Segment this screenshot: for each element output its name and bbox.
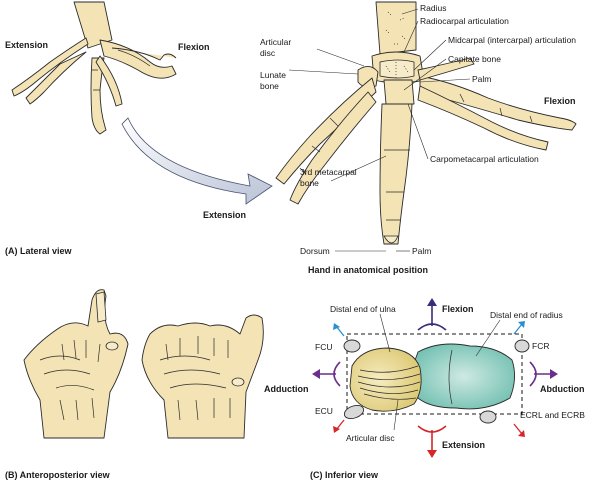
label-palm-bottom: Palm — [412, 246, 431, 256]
label-abduction: Abduction — [540, 384, 585, 394]
label-carpometacarpal: Carpometacarpal articulation — [430, 154, 539, 164]
capitate-bone — [383, 79, 415, 105]
ecu-tendon — [343, 404, 365, 420]
fcr-tendon — [514, 339, 530, 353]
label-extension-c: Extension — [442, 440, 485, 450]
inferior-view-diagram — [312, 298, 558, 458]
extension-label-large: Extension — [203, 210, 246, 220]
distal-radius-surface — [412, 343, 515, 410]
label-fcr: FCR — [532, 341, 549, 351]
label-articular-disc-2: disc — [260, 48, 276, 58]
caption-c: (C) Inferior view — [310, 470, 379, 480]
ap-hand-left — [23, 289, 129, 439]
third-metacarpal-bone — [379, 103, 413, 245]
reference-box — [346, 333, 523, 415]
label-fcu: FCU — [315, 342, 332, 352]
label-third-metacarpal-2: bone — [300, 178, 319, 188]
label-radius: Radius — [420, 3, 446, 13]
label-midcarpal: Midcarpal (intercarpal) articulation — [448, 35, 576, 45]
radius-bone — [375, 1, 417, 55]
ap-hand-right — [141, 314, 264, 439]
label-articular-disc-c: Articular disc — [346, 433, 395, 443]
label-capitate: Capitate bone — [448, 54, 501, 64]
label-radiocarpal: Radiocarpal articulation — [420, 16, 509, 26]
label-dorsum: Dorsum — [300, 246, 330, 256]
flexion-label-small: Flexion — [178, 42, 210, 52]
label-articular-disc-1: Articular — [260, 37, 291, 47]
label-adduction: Adduction — [264, 384, 309, 394]
label-third-metacarpal-1: 3rd metacarpal — [300, 167, 357, 177]
label-palm-top: Palm — [472, 74, 491, 84]
label-distal-radius: Distal end of radius — [490, 310, 563, 320]
label-distal-ulna: Distal end of ulna — [330, 304, 396, 314]
label-ecu: ECU — [315, 406, 333, 416]
label-lunate-2: bone — [260, 81, 279, 91]
caption-a: (A) Lateral view — [5, 246, 73, 256]
label-ecrl-ecrb: ECRL and ECRB — [520, 410, 585, 420]
ecrl-ecrb-tendon — [479, 410, 497, 424]
fcu-tendon — [343, 339, 361, 353]
label-flexion-c: Flexion — [442, 304, 474, 314]
lateral-hand-sketch — [11, 1, 177, 135]
motion-arrow — [121, 117, 273, 205]
flexion-label-large: Flexion — [544, 96, 576, 106]
extension-label-small: Extension — [5, 40, 48, 50]
label-lunate-1: Lunate — [260, 70, 286, 80]
caption-anatomical-position: Hand in anatomical position — [308, 265, 428, 275]
caption-b: (B) Anteroposterior view — [5, 470, 111, 480]
large-hand-drawing — [275, 1, 577, 245]
